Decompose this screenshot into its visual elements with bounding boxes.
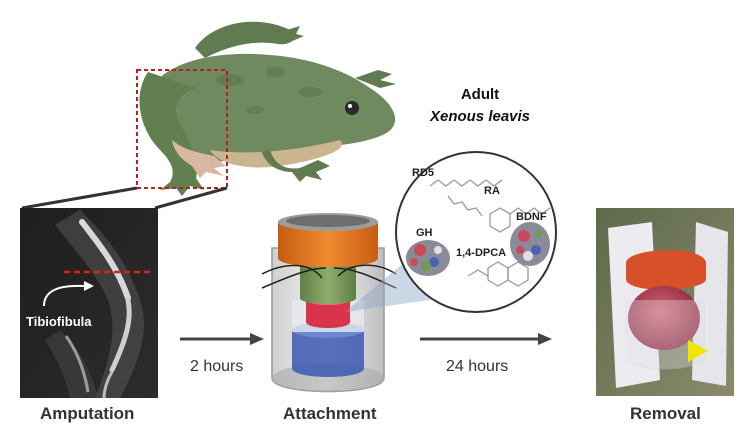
arrow-label-24-hours: 24 hours [446,358,509,375]
removal-photo [596,208,734,396]
stage-removal-label: Removal [630,404,701,423]
arrow-2-hours [180,333,264,345]
xray-image [20,208,158,399]
molecule-dpca: 1,4-DPCA [456,247,506,259]
drug-cocktail-circle: RD5 RA GH 1,4-DPCA BDNF [395,151,557,313]
biodome-device [261,213,397,393]
frog-illustration [139,21,396,196]
molecule-ra: RA [484,185,500,197]
arrow-24-hours [420,333,552,345]
title-adult: Adult [460,86,500,103]
stage-amputation-label: Amputation [40,404,135,423]
gh-protein-icon [406,240,450,276]
molecule-gh: GH [416,227,433,239]
molecule-rd5: RD5 [412,167,434,179]
tibiofibula-pointer-icon [43,284,85,307]
amputation-region-box [136,69,228,189]
tibiofibula-arrowhead-icon [84,281,94,291]
zoom-line-left [21,186,138,210]
bdnf-protein-icon [510,222,550,266]
zoom-line-right [154,186,228,210]
stage-attachment-label: Attachment [283,404,377,423]
title-species: Xenous leavis [429,108,531,125]
molecule-bdnf: BDNF [516,211,547,223]
marker-triangle-icon [688,340,708,362]
tibiofibula-label: Tibiofibula [26,314,92,329]
arrow-label-2-hours: 2 hours [190,358,244,375]
